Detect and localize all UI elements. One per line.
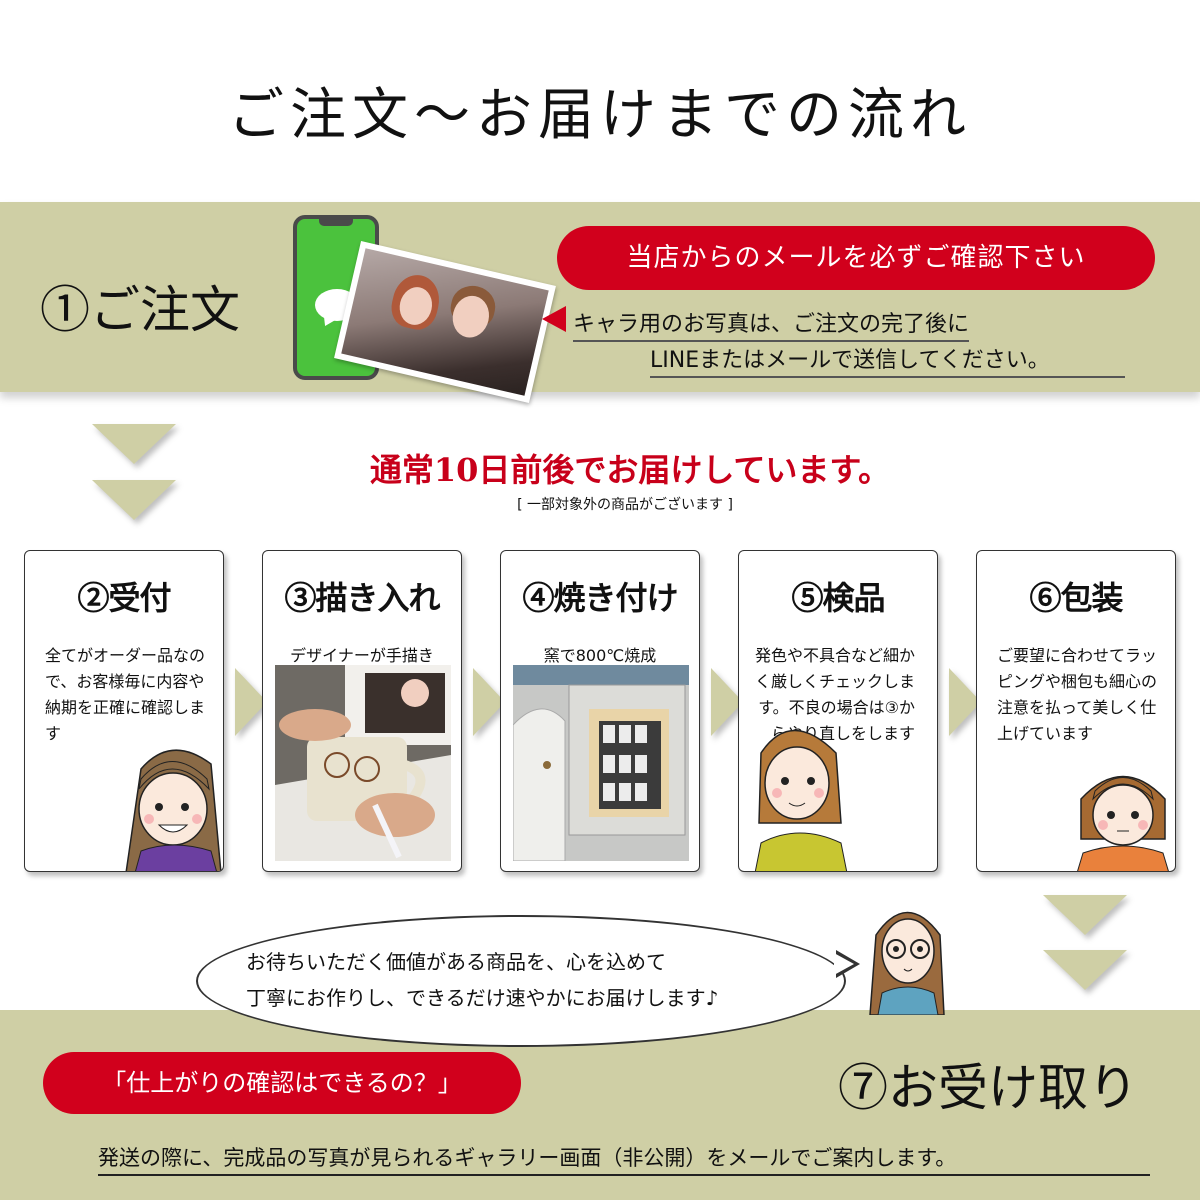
photo-instructions-line1: キャラ用のお写真は、ご注文の完了後に [573, 306, 970, 342]
speech-line1: お待ちいただく価値がある商品を、心を込めて [246, 950, 666, 974]
down-arrow-icon [92, 480, 176, 520]
speech-text: お待ちいただく価値がある商品を、心を込めて 丁寧にお作りし、できるだけ速やかにお… [246, 944, 718, 1016]
staff-with-glasses-illustration [869, 911, 945, 1015]
step7-label: ⑦お受け取り [838, 1059, 1138, 1117]
staff-illustration [1077, 775, 1169, 871]
next-arrow-icon [473, 668, 505, 736]
step-card-title: ⑤検品 [791, 579, 885, 617]
next-arrow-icon [711, 668, 743, 736]
photo-instructions-line2: LINEまたはメールで送信してください。 [650, 342, 1125, 378]
step-card-reception: ②受付 全てがオーダー品なので、お客様毎に内容や納期を正確に確認します [24, 550, 224, 872]
staff-illustration [125, 749, 222, 871]
gallery-notice: 発送の際に、完成品の写真が見られるギャラリー画面（非公開）をメールでご案内します… [98, 1142, 1150, 1176]
speech-bubble [196, 915, 846, 1047]
next-arrow-icon [235, 668, 267, 736]
pointer-arrow-icon [542, 306, 566, 332]
down-arrow-icon [1043, 950, 1127, 990]
down-arrow-icon [92, 424, 176, 464]
step-card-packaging: ⑥包装 ご要望に合わせてラッピングや梱包も細心の注意を払って美しく仕上げています [976, 550, 1176, 872]
step-card-drawing: ③描き入れ デザイナーが手描き [262, 550, 462, 872]
drawing-photo [275, 665, 451, 861]
step-card-desc: デザイナーが手描き [290, 646, 434, 665]
down-arrow-icon [1043, 895, 1127, 935]
step-card-firing: ④焼き付け 窯で800℃焼成 [500, 550, 700, 872]
step-card-desc: 窯で800℃焼成 [543, 646, 657, 665]
speech-line2: 丁寧にお作りし、できるだけ速やかにお届けします♪ [246, 986, 719, 1010]
step-card-desc: 全てがオーダー品なので、お客様毎に内容や納期を正確に確認します [45, 646, 206, 743]
check-email-notice: 当店からのメールを必ずご確認下さい [557, 226, 1155, 290]
step1-label: ①ご注文 [40, 281, 240, 339]
delivery-headline: 通常10日前後でお届けしています。 [369, 451, 891, 489]
step-card-title: ④焼き付け [522, 579, 678, 617]
finish-check-question: 「仕上がりの確認はできるの？」 [43, 1052, 521, 1114]
step-card-title: ②受付 [77, 579, 171, 617]
staff-illustration [754, 729, 848, 871]
phone-notch [319, 218, 353, 226]
kiln-photo [513, 665, 689, 861]
step-card-desc: 発色や不具合など細かく厳しくチェックします。不良の場合は③からやり直しをします [755, 646, 916, 743]
step-card-desc: ご要望に合わせてラッピングや梱包も細心の注意を払って美しく仕上げています [997, 646, 1158, 743]
next-arrow-icon [949, 668, 981, 736]
delivery-note: [ 一部対象外の商品がございます ] [517, 497, 733, 513]
step-card-title: ⑥包装 [1029, 579, 1123, 617]
page-title: ご注文～お届けまでの流れ [228, 83, 972, 148]
step-card-inspection: ⑤検品 発色や不具合など細かく厳しくチェックします。不良の場合は③からやり直しを… [738, 550, 938, 872]
step-card-title: ③描き入れ [284, 579, 440, 617]
speech-bubble-tail-inner [834, 953, 854, 975]
